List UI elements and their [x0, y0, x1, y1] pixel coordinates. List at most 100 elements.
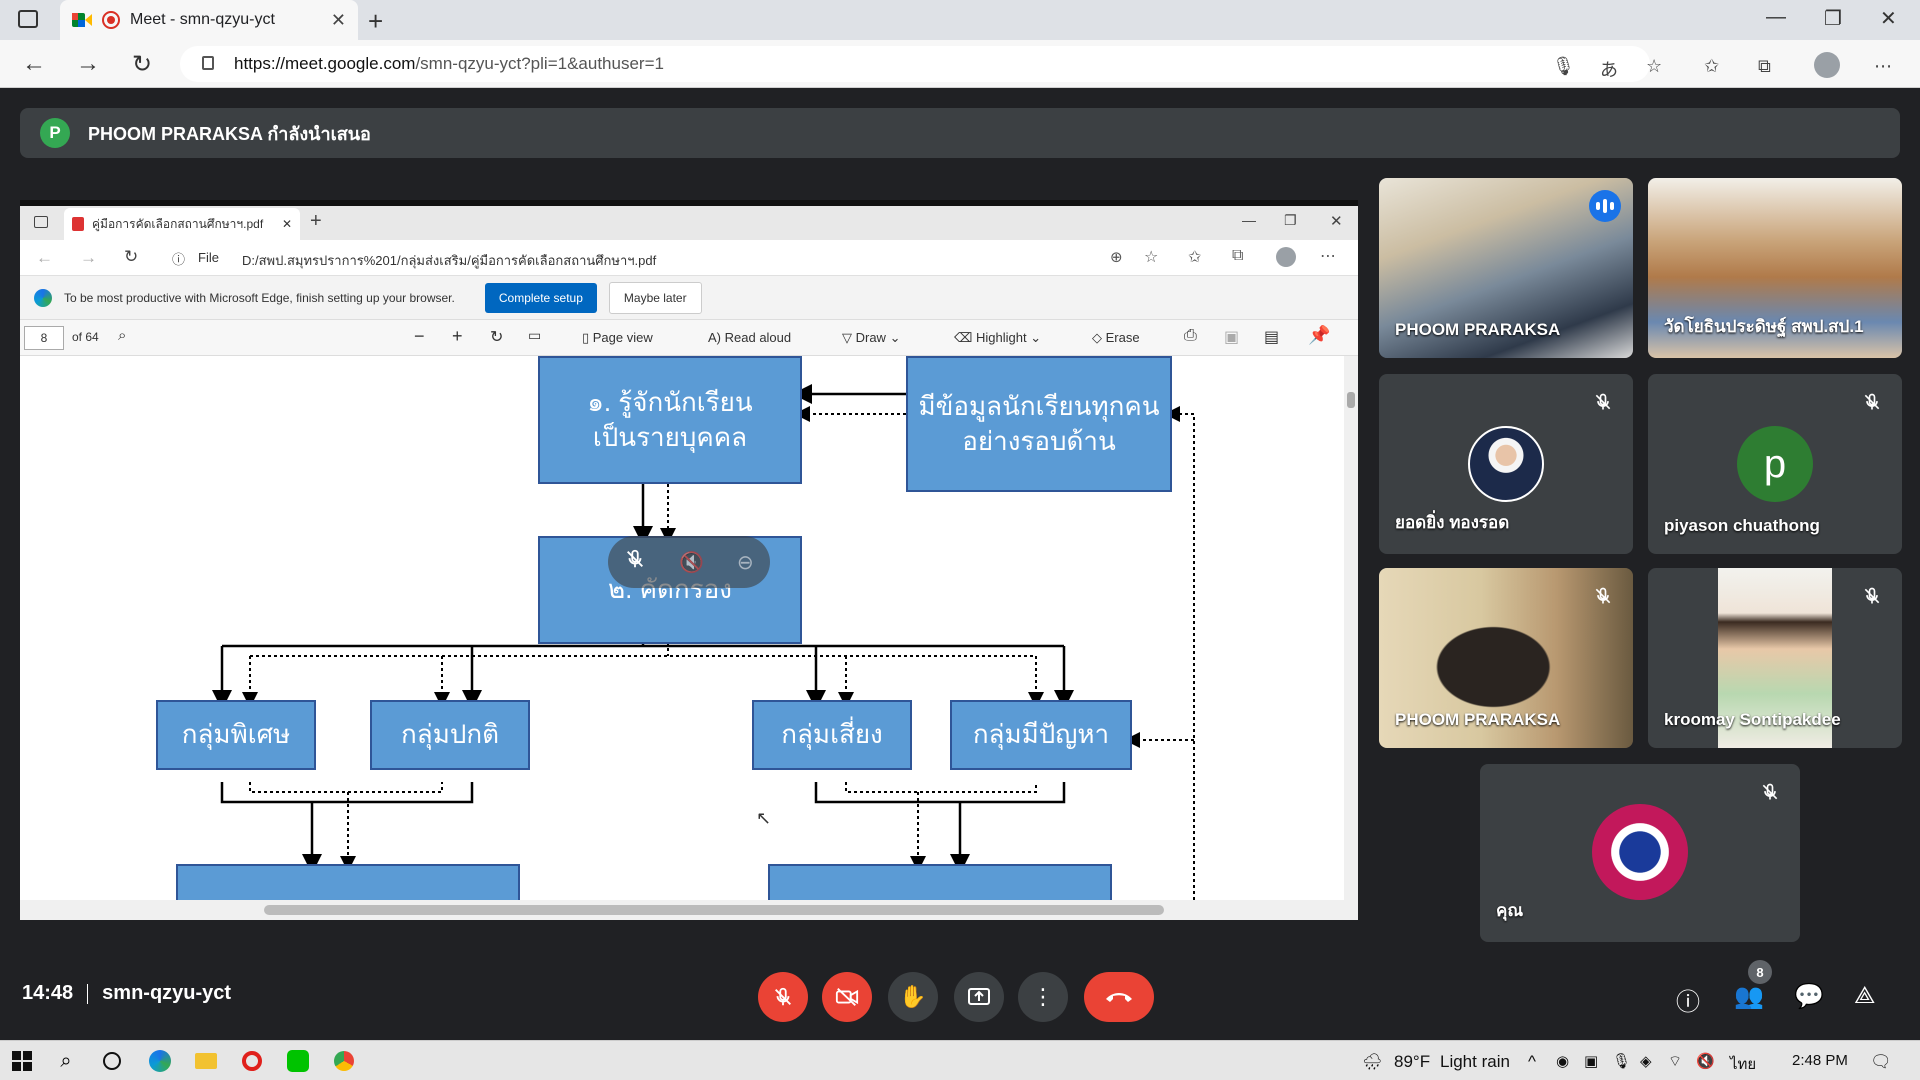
- more-menu-icon[interactable]: ⋯: [1874, 56, 1892, 76]
- edge-address-bar: ← → ↻ ⓘ File D:/สพป.สมุทรปราการ%201/กลุ่…: [20, 240, 1358, 276]
- tile-remove-icon[interactable]: ⊖: [736, 551, 754, 574]
- collections-icon[interactable]: ⧉: [1758, 56, 1771, 76]
- pdf-toolbar: 8 of 64 ⌕ − + ↻ ▭ ▯ Page view A) Read al…: [20, 320, 1358, 356]
- people-icon[interactable]: 👥: [1734, 983, 1764, 1010]
- url-input[interactable]: https://meet.google.com/smn-qzyu-yct?pli…: [180, 46, 1650, 82]
- new-tab-icon[interactable]: +: [368, 6, 384, 36]
- presenting-text: PHOOM PRARAKSA กำลังนำเสนอ: [88, 123, 371, 144]
- edge-taskbar-icon[interactable]: [148, 1049, 172, 1073]
- microphone-icon[interactable]: 🎙: [1552, 56, 1575, 76]
- url-host: https://meet.google.com: [234, 54, 416, 73]
- close-window-icon[interactable]: ✕: [1880, 8, 1897, 30]
- muted-mic-icon: [1589, 388, 1617, 416]
- participant-tile-yodying[interactable]: ยอดยิ่ง ทองรอด: [1379, 374, 1633, 554]
- favorites-icon[interactable]: ✩: [1704, 56, 1720, 76]
- back-icon[interactable]: ←: [22, 50, 46, 77]
- meeting-details-icon[interactable]: ⓘ: [1676, 989, 1700, 1016]
- reload-icon[interactable]: ↻: [132, 51, 153, 78]
- tray-network-icon[interactable]: ◈: [1640, 1053, 1652, 1070]
- meeting-time: 14:48: [22, 982, 74, 1004]
- edge-tab-pdf: คู่มือการคัดเลือกสถานศึกษาฯ.pdf ✕: [64, 208, 300, 240]
- lock-icon: [202, 56, 214, 70]
- microphone-toggle-button[interactable]: [758, 972, 808, 1022]
- weather-temp: 89°F: [1394, 1052, 1431, 1071]
- chrome-icon[interactable]: [332, 1049, 356, 1073]
- taskbar-clock[interactable]: 2:48 PM: [1792, 1052, 1848, 1069]
- diagram-connectors: [212, 384, 1195, 906]
- hang-up-icon: [1106, 993, 1132, 1002]
- save-as-icon: ▤: [1264, 329, 1280, 346]
- zoom-in-icon: +: [452, 326, 463, 346]
- windows-start-icon[interactable]: [10, 1049, 34, 1073]
- raise-hand-button[interactable]: ✋: [888, 972, 938, 1022]
- edge-favorite-icon: ☆: [1144, 249, 1159, 266]
- browser-tab-bar: Meet - smn-qzyu-yct ✕ + — ❐ ✕: [0, 0, 1920, 40]
- tile-audio-off-icon[interactable]: 🔇: [679, 551, 705, 574]
- forward-icon[interactable]: →: [76, 50, 100, 77]
- info-icon: ⓘ: [172, 252, 186, 267]
- file-explorer-icon[interactable]: [194, 1049, 218, 1073]
- participant-tile-piyason[interactable]: p piyason chuathong: [1648, 374, 1902, 554]
- participant-tile-phoom-praraksa[interactable]: PHOOM PRARAKSA: [1379, 568, 1633, 748]
- present-screen-button[interactable]: [954, 972, 1004, 1022]
- input-language[interactable]: ไทย: [1730, 1056, 1757, 1073]
- tray-icon-meet[interactable]: ▣: [1584, 1053, 1599, 1070]
- tray-icon-edge[interactable]: ◉: [1556, 1053, 1570, 1070]
- tile-hover-controls[interactable]: 🔇 ⊖: [608, 536, 770, 588]
- page-view-icon: ▯: [582, 330, 593, 345]
- participant-name: PHOOM PRARAKSA: [1395, 320, 1561, 339]
- participant-tile-kroomay[interactable]: kroomay Sontipakdee: [1648, 568, 1902, 748]
- muted-mic-icon: [1589, 582, 1617, 610]
- windows-taskbar: ⌕ 🌧 89°F Light rain ^ ◉ ▣ 🎙 ◈ ⌔ 🔇 ไทย 2:…: [0, 1040, 1920, 1080]
- restore-icon[interactable]: ❐: [1824, 8, 1842, 30]
- cortana-icon[interactable]: [100, 1049, 124, 1073]
- draw-button: ▽ Draw ⌄: [842, 330, 901, 345]
- participant-photo-avatar: [1468, 426, 1544, 502]
- edge-favorites-icon: ✩: [1188, 249, 1202, 266]
- edge-zoom-icon: ⊕: [1110, 249, 1123, 266]
- participant-name: ยอดยิ่ง ทองรอด: [1395, 513, 1510, 532]
- participant-tile-school[interactable]: วัดโยธินประดิษฐ์ สพป.สป.1: [1648, 178, 1902, 358]
- print-icon: ⎙: [1184, 327, 1197, 344]
- tab-actions-icon[interactable]: [18, 10, 38, 28]
- add-favorite-icon[interactable]: ☆: [1646, 56, 1663, 76]
- profile-avatar[interactable]: [1814, 52, 1840, 78]
- participant-tile-phoom-praraksa-room[interactable]: PHOOM PRARAKSA: [1379, 178, 1633, 358]
- participant-tile-you[interactable]: คุณ: [1480, 764, 1800, 942]
- search-icon[interactable]: ⌕: [60, 1049, 72, 1072]
- line-app-icon[interactable]: [286, 1049, 310, 1073]
- more-options-button[interactable]: ⋮: [1018, 972, 1068, 1022]
- edge-more-icon: ⋯: [1320, 248, 1336, 265]
- muted-mic-icon: [1858, 388, 1886, 416]
- hand-icon: ✋: [899, 984, 927, 1009]
- tab-close-icon[interactable]: ✕: [330, 9, 346, 30]
- participant-name: PHOOM PRARAKSA: [1395, 710, 1561, 729]
- participant-name: วัดโยธินประดิษฐ์ สพป.สป.1: [1664, 317, 1864, 336]
- volume-muted-icon[interactable]: 🔇: [1696, 1053, 1715, 1070]
- meeting-code: smn-qzyu-yct: [102, 982, 232, 1004]
- minimize-icon[interactable]: —: [1766, 6, 1786, 28]
- tab-meet[interactable]: Meet - smn-qzyu-yct ✕: [60, 0, 358, 40]
- weather-icon[interactable]: 🌧: [1362, 1054, 1383, 1071]
- edge-tab-close-icon: ✕: [281, 217, 292, 231]
- pdf-horizontal-scroll-thumb: [264, 905, 1164, 915]
- chat-icon[interactable]: 💬: [1794, 983, 1824, 1010]
- pdf-icon: [72, 217, 84, 231]
- activities-icon[interactable]: ⟁: [1854, 982, 1876, 1009]
- camera-toggle-button[interactable]: [822, 972, 872, 1022]
- wifi-icon[interactable]: ⌔: [1668, 1053, 1683, 1070]
- notifications-icon[interactable]: 🗨: [1870, 1052, 1892, 1071]
- address-bar: ← → ↻ https://meet.google.com/smn-qzyu-y…: [0, 40, 1920, 88]
- tile-mute-icon[interactable]: [624, 548, 646, 576]
- leave-call-button[interactable]: [1084, 972, 1154, 1022]
- translate-icon[interactable]: あ: [1600, 60, 1618, 80]
- participant-name: kroomay Sontipakdee: [1664, 710, 1841, 729]
- save-icon: ▣: [1224, 329, 1240, 346]
- presenter-avatar: P: [40, 118, 70, 148]
- tray-mic-icon[interactable]: 🎙: [1612, 1053, 1632, 1070]
- opera-icon[interactable]: [240, 1049, 264, 1073]
- more-vert-icon: ⋮: [1032, 984, 1054, 1009]
- tab-title: Meet - smn-qzyu-yct: [130, 11, 275, 28]
- show-hidden-icons[interactable]: ^: [1528, 1052, 1536, 1071]
- video-feed-classroom: [1648, 178, 1902, 358]
